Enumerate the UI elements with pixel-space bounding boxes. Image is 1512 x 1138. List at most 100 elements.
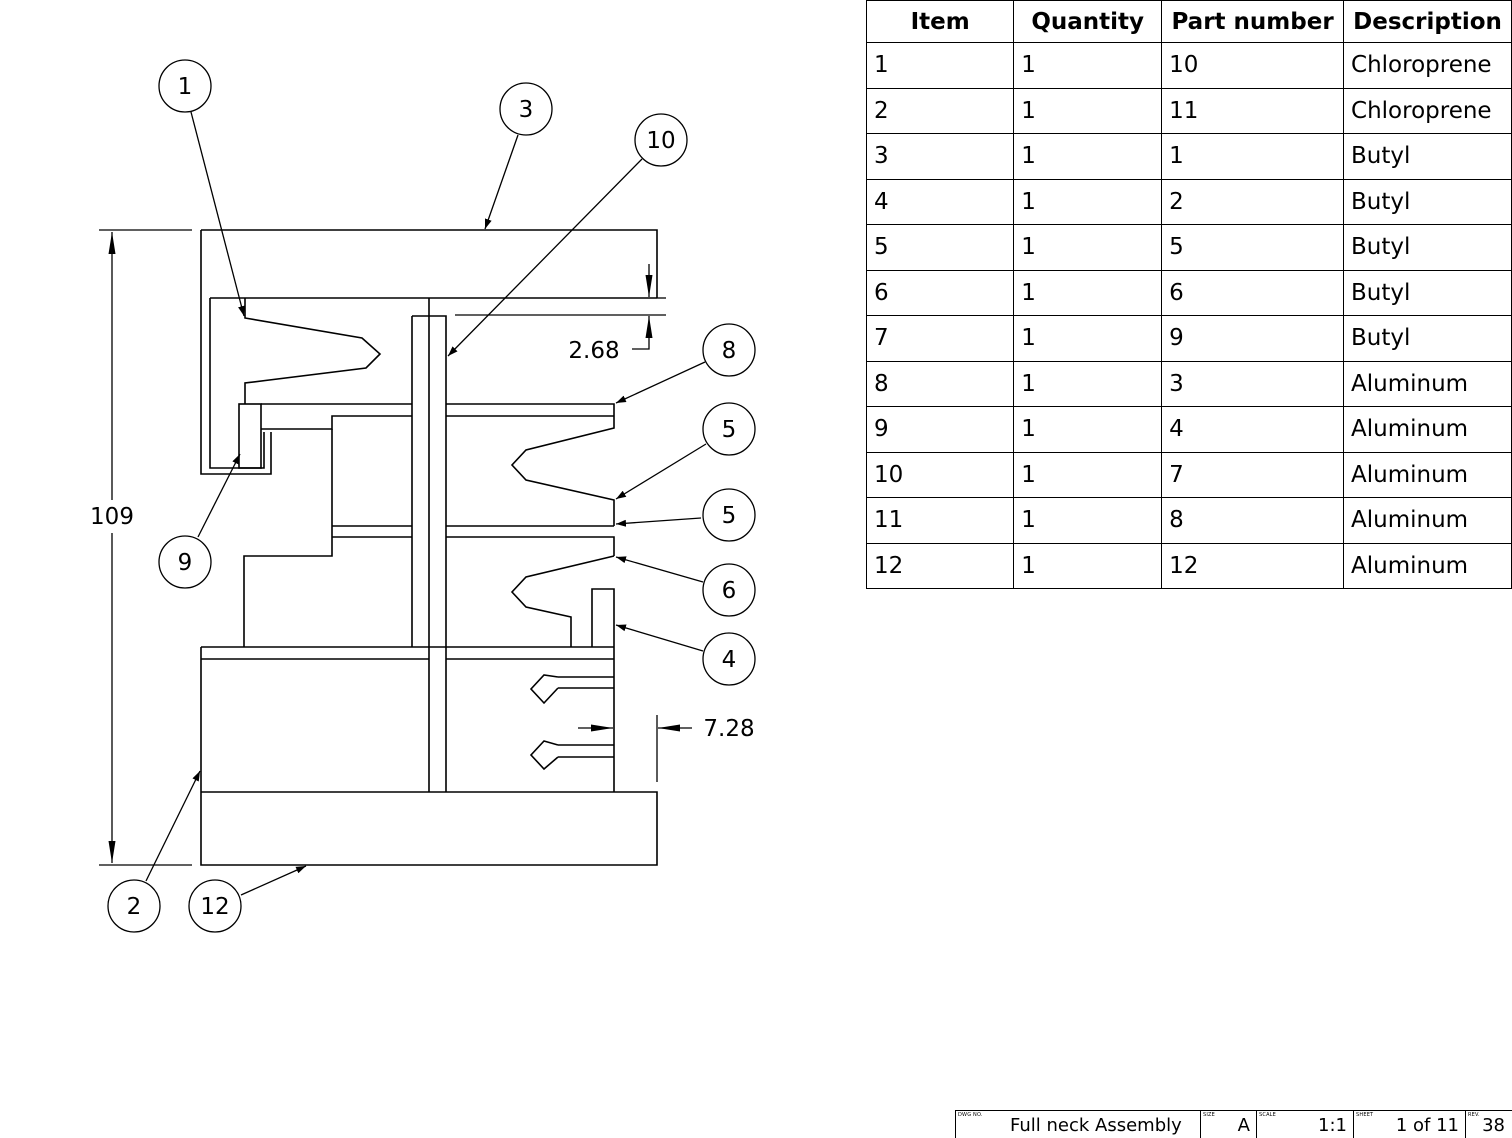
balloon-group: 1 3 10 8 5 5 6 4 9 2 12: [107, 59, 756, 933]
cell-quantity: 1: [1013, 269, 1163, 316]
cell-description: Butyl: [1343, 269, 1512, 316]
small-block: [238, 403, 262, 469]
cell-part-number: 4: [1161, 406, 1345, 453]
dwg-no-caption: DWG NO.: [958, 1112, 983, 1118]
bom-header-row: Item Quantity Part number Description: [865, 0, 1512, 43]
balloon-label: 3: [519, 97, 534, 123]
balloon-4: 4: [702, 632, 756, 686]
cell-description: Aluminum: [1343, 497, 1512, 544]
balloon-label: 5: [722, 417, 737, 443]
lower-seal: [510, 555, 615, 792]
dimension-top-gap-text: 2.68: [568, 338, 619, 364]
cell-description: Aluminum: [1343, 451, 1512, 498]
balloon-5-lower: 5: [702, 488, 756, 542]
balloon-10: 10: [634, 113, 688, 167]
upper-plate: [261, 403, 615, 526]
scale-caption: SCALE: [1259, 1112, 1277, 1118]
cell-part-number: 5: [1161, 224, 1345, 271]
base-housing: [200, 646, 658, 866]
cell-item: 11: [865, 497, 1015, 544]
cell-description: Butyl: [1343, 224, 1512, 271]
balloon-3: 3: [499, 82, 553, 136]
drawing-title: Full neck Assembly: [1010, 1115, 1182, 1136]
cell-part-number: 1: [1161, 133, 1345, 180]
cell-item: 1: [865, 42, 1015, 89]
sheet-number: 1 of 11: [1395, 1115, 1459, 1136]
balloon-6: 6: [702, 563, 756, 617]
dimension-right-gap-text: 7.28: [703, 716, 754, 742]
cell-quantity: 1: [1013, 42, 1163, 89]
cell-part-number: 9: [1161, 315, 1345, 362]
cell-quantity: 1: [1013, 542, 1163, 589]
drawing-scale: 1:1: [1318, 1115, 1347, 1136]
cell-item: 2: [865, 87, 1015, 134]
size-caption: SIZE: [1203, 1112, 1216, 1118]
rev-caption: REV.: [1468, 1112, 1480, 1118]
cell-item: 7: [865, 315, 1015, 362]
dimension-height-text: 109: [90, 504, 134, 530]
title-block: DWG NO. Full neck Assembly SIZE A SCALE …: [955, 1110, 1512, 1138]
cell-description: Butyl: [1343, 133, 1512, 180]
cell-part-number: 7: [1161, 451, 1345, 498]
header-item: Item: [865, 0, 1015, 43]
balloon-label: 5: [722, 503, 737, 529]
balloon-8: 8: [702, 323, 756, 377]
assembly-drawing: 109 2.68 7.28 1 3 10 8 5 5 6 4 9 2 12: [88, 59, 756, 933]
balloon-label: 12: [200, 894, 229, 920]
cell-item: 8: [865, 360, 1015, 407]
cell-part-number: 3: [1161, 360, 1345, 407]
balloon-label: 2: [127, 894, 142, 920]
top-housing-outline: [201, 229, 658, 298]
cell-item: 9: [865, 406, 1015, 453]
balloon-5-upper: 5: [702, 402, 756, 456]
cell-item: 3: [865, 133, 1015, 180]
revision: 38: [1482, 1115, 1505, 1136]
header-part-number: Part number: [1161, 0, 1345, 43]
cell-quantity: 1: [1013, 133, 1163, 180]
cell-description: Butyl: [1343, 315, 1512, 362]
sheet-caption: SHEET: [1356, 1112, 1374, 1118]
cell-item: 12: [865, 542, 1015, 589]
cell-part-number: 11: [1161, 87, 1345, 134]
cell-description: Chloroprene: [1343, 42, 1512, 89]
leader-lines: [145, 111, 707, 896]
cell-description: Butyl: [1343, 178, 1512, 225]
cell-quantity: 1: [1013, 178, 1163, 225]
cell-quantity: 1: [1013, 497, 1163, 544]
cell-quantity: 1: [1013, 451, 1163, 498]
cell-item: 6: [865, 269, 1015, 316]
cell-part-number: 10: [1161, 42, 1345, 89]
cell-part-number: 8: [1161, 497, 1345, 544]
title-block-rev: REV. 38: [1466, 1111, 1511, 1138]
cell-item: 4: [865, 178, 1015, 225]
diamond-feature-lower: [529, 740, 614, 771]
balloon-label: 10: [646, 128, 675, 154]
balloon-2: 2: [107, 879, 161, 933]
title-block-dwg-no: DWG NO. Full neck Assembly: [956, 1111, 1201, 1138]
cell-item: 5: [865, 224, 1015, 271]
cell-quantity: 1: [1013, 406, 1163, 453]
title-block-size: SIZE A: [1201, 1111, 1257, 1138]
balloon-label: 4: [722, 647, 737, 673]
middle-plate: [243, 429, 615, 647]
header-quantity: Quantity: [1013, 0, 1163, 43]
top-housing-inner: [200, 230, 657, 475]
dimension-lines: [99, 229, 692, 866]
cell-item: 10: [865, 451, 1015, 498]
cell-description: Aluminum: [1343, 406, 1512, 453]
sheet-size: A: [1237, 1115, 1250, 1136]
cell-part-number: 6: [1161, 269, 1345, 316]
cell-quantity: 1: [1013, 224, 1163, 271]
balloon-1: 1: [158, 59, 212, 113]
cell-quantity: 1: [1013, 360, 1163, 407]
upper-seal: [244, 298, 382, 404]
